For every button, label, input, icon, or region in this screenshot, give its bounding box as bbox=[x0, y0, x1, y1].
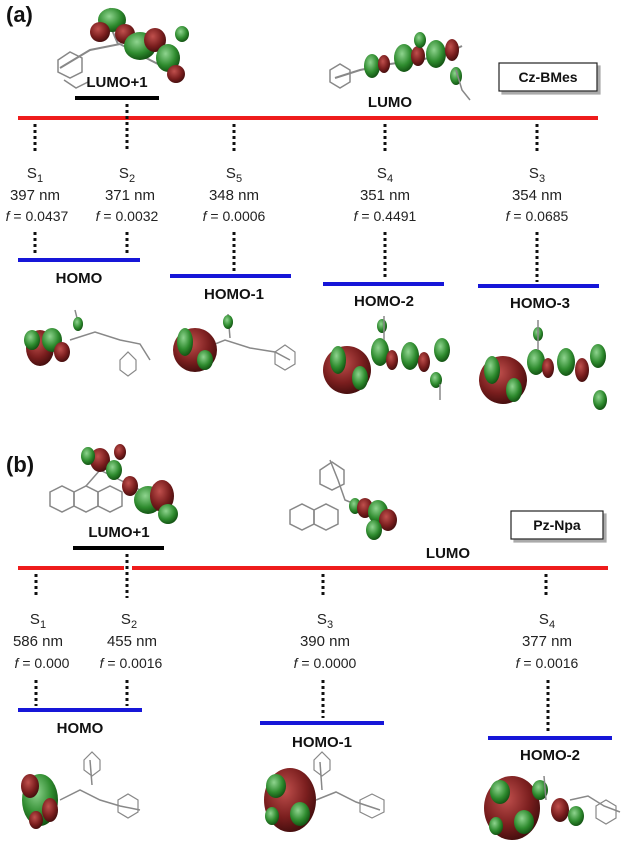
svg-text:586 nm: 586 nm bbox=[13, 633, 63, 650]
panel-b: (b) Pz-Npa bbox=[6, 444, 621, 840]
transition-s4-b: S4 377 nm f = 0.0016 bbox=[516, 611, 579, 671]
svg-text:S4: S4 bbox=[539, 611, 555, 631]
transition-s2-a: S2 371 nm f = 0.0032 bbox=[96, 165, 159, 224]
svg-text:S2: S2 bbox=[119, 165, 135, 185]
homo-2-label-a: HOMO-2 bbox=[354, 293, 414, 310]
svg-text:f = 0.0000: f = 0.0000 bbox=[294, 655, 357, 671]
homo-1-orbital-b bbox=[264, 751, 385, 832]
svg-text:S1: S1 bbox=[27, 165, 43, 185]
transition-connectors-lower-a bbox=[33, 232, 539, 282]
transition-connectors-upper-a bbox=[33, 104, 539, 152]
svg-text:S1: S1 bbox=[30, 611, 46, 631]
svg-text:397 nm: 397 nm bbox=[10, 187, 60, 204]
homo-2-orbital-a bbox=[323, 316, 450, 400]
homo-orbital-a bbox=[24, 309, 151, 377]
homo-2-label-b: HOMO-2 bbox=[520, 747, 580, 764]
homo-orbital-b bbox=[21, 751, 141, 829]
lumo-plus1-orbital-a bbox=[57, 7, 189, 89]
svg-text:S3: S3 bbox=[529, 165, 545, 185]
transition-s5-a: S5 348 nm f = 0.0006 bbox=[203, 165, 266, 224]
lumo-label-a: LUMO bbox=[368, 94, 412, 111]
panel-b-label: (b) bbox=[6, 452, 34, 477]
svg-text:f = 0.0437: f = 0.0437 bbox=[6, 208, 69, 224]
svg-text:f = 0.0032: f = 0.0032 bbox=[96, 208, 159, 224]
lumo-plus1-label-b: LUMO+1 bbox=[88, 524, 149, 541]
svg-text:f = 0.0006: f = 0.0006 bbox=[203, 208, 266, 224]
homo-3-label-a: HOMO-3 bbox=[510, 295, 570, 312]
svg-text:377 nm: 377 nm bbox=[522, 633, 572, 650]
svg-text:371 nm: 371 nm bbox=[105, 187, 155, 204]
transition-s3-b: S3 390 nm f = 0.0000 bbox=[294, 611, 357, 671]
lumo-orbital-a bbox=[329, 32, 471, 101]
lumo-orbital-b bbox=[289, 459, 397, 540]
homo-3-orbital-a bbox=[479, 320, 607, 410]
transition-connectors-upper-b bbox=[34, 554, 548, 598]
svg-text:f = 0.4491: f = 0.4491 bbox=[354, 208, 417, 224]
lumo-plus1-orbital-b bbox=[49, 444, 178, 524]
svg-text:f = 0.0016: f = 0.0016 bbox=[516, 655, 579, 671]
svg-text:f = 0.000: f = 0.000 bbox=[15, 655, 70, 671]
svg-text:348 nm: 348 nm bbox=[209, 187, 259, 204]
svg-text:390 nm: 390 nm bbox=[300, 633, 350, 650]
compound-name-a: Cz-BMes bbox=[518, 69, 577, 85]
transition-s2-b: S2 455 nm f = 0.0016 bbox=[100, 611, 163, 671]
transition-s1-a: S1 397 nm f = 0.0437 bbox=[6, 165, 69, 224]
transition-s1-b: S1 586 nm f = 0.000 bbox=[13, 611, 70, 671]
homo-label-a: HOMO bbox=[56, 270, 103, 287]
homo-label-b: HOMO bbox=[57, 720, 104, 737]
svg-text:f = 0.0016: f = 0.0016 bbox=[100, 655, 163, 671]
lumo-label-b: LUMO bbox=[426, 545, 470, 562]
transition-s3-a: S3 354 nm f = 0.0685 bbox=[506, 165, 569, 224]
svg-text:S4: S4 bbox=[377, 165, 393, 185]
transition-connectors-lower-b bbox=[34, 680, 550, 734]
compound-box-b: Pz-Npa bbox=[510, 510, 604, 540]
compound-name-b: Pz-Npa bbox=[533, 517, 581, 533]
homo-1-label-a: HOMO-1 bbox=[204, 286, 264, 303]
svg-text:f = 0.0685: f = 0.0685 bbox=[506, 208, 569, 224]
panel-a-label: (a) bbox=[6, 2, 33, 27]
transition-s4-a: S4 351 nm f = 0.4491 bbox=[354, 165, 417, 224]
svg-text:S2: S2 bbox=[121, 611, 137, 631]
svg-text:455 nm: 455 nm bbox=[107, 633, 157, 650]
homo-1-label-b: HOMO-1 bbox=[292, 734, 352, 751]
svg-text:351 nm: 351 nm bbox=[360, 187, 410, 204]
lumo-plus1-label-a: LUMO+1 bbox=[86, 74, 147, 91]
panel-a: (a) Cz-BMes bbox=[6, 2, 607, 410]
svg-text:354 nm: 354 nm bbox=[512, 187, 562, 204]
svg-text:S5: S5 bbox=[226, 165, 242, 185]
svg-text:S3: S3 bbox=[317, 611, 333, 631]
compound-box-a: Cz-BMes bbox=[498, 62, 598, 92]
homo-1-orbital-a bbox=[173, 313, 296, 372]
homo-2-orbital-b bbox=[484, 775, 621, 840]
